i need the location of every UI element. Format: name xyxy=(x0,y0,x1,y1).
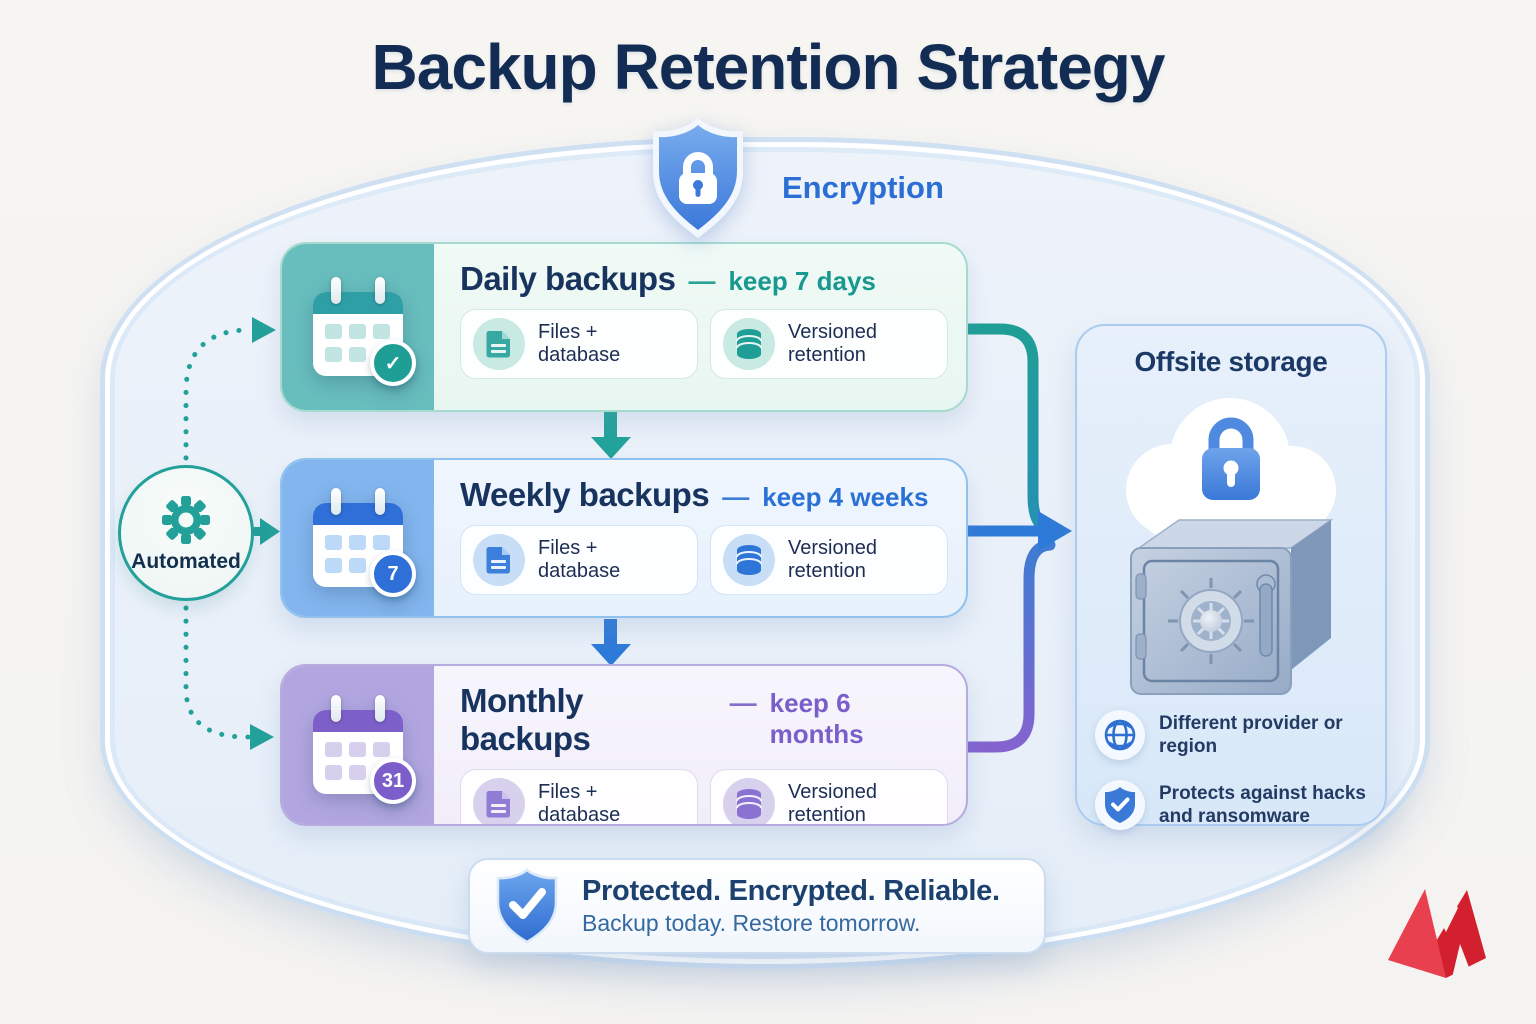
card-monthly-backups: 31 Monthly backups — keep 6 months Files… xyxy=(280,664,968,826)
down-arrow-weekly-to-monthly xyxy=(591,619,631,666)
feature-label: Files + database xyxy=(538,537,621,582)
page-title: Backup Retention Strategy xyxy=(371,31,1166,103)
file-icon xyxy=(473,318,525,370)
feature-label: Versioned retention xyxy=(788,781,877,826)
card-title: Weekly backups xyxy=(460,476,710,513)
feature-versioned-retention: Versioned retention xyxy=(710,525,948,595)
feature-label: Files + database xyxy=(538,781,621,826)
number-badge: 7 xyxy=(370,551,416,597)
database-icon xyxy=(723,318,775,370)
safe-icon xyxy=(1130,519,1334,695)
automated-node: Automated xyxy=(118,465,254,601)
offsite-bullet-provider: Different provider or region xyxy=(1095,710,1367,760)
cloud-lock-icon xyxy=(1126,398,1336,538)
file-icon xyxy=(473,534,525,586)
encryption-label: Encryption xyxy=(782,170,944,205)
brand-logo-m xyxy=(1388,889,1486,978)
dash-separator: — xyxy=(722,482,750,512)
automated-label: Automated xyxy=(131,549,241,573)
feature-label: Versioned retention xyxy=(788,321,877,366)
feature-versioned-retention: Versioned retention xyxy=(710,769,948,826)
banner-title: Protected. Encrypted. Reliable. xyxy=(582,875,1000,907)
shield-check-icon xyxy=(1095,780,1145,830)
offsite-bullet-label: Different provider or region xyxy=(1159,712,1343,757)
offsite-arrowhead xyxy=(1038,511,1072,551)
offsite-illustration xyxy=(1101,378,1361,708)
feature-files-database: Files + database xyxy=(460,525,698,595)
database-icon xyxy=(723,534,775,586)
feature-files-database: Files + database xyxy=(460,309,698,379)
feature-label: Versioned retention xyxy=(788,537,877,582)
feature-files-database: Files + database xyxy=(460,769,698,826)
card-title: Monthly backups xyxy=(460,682,591,757)
shield-check-icon xyxy=(496,868,558,944)
globe-icon xyxy=(1095,710,1145,760)
card-weekly-backups: 7 Weekly backups — keep 4 weeks Files + … xyxy=(280,458,968,618)
gear-icon xyxy=(162,495,210,544)
shield-lock-icon xyxy=(653,118,743,238)
card-daily-backups: ✓ Daily backups — keep 7 days Files + da… xyxy=(280,242,968,412)
dash-separator: — xyxy=(688,266,716,296)
retention-label: keep 7 days xyxy=(728,266,876,296)
feature-versioned-retention: Versioned retention xyxy=(710,309,948,379)
file-icon xyxy=(473,778,525,824)
connector-monthly-to-offsite xyxy=(962,539,1056,753)
calendar-31-icon: 31 xyxy=(282,666,434,824)
card-title: Daily backups xyxy=(460,260,676,297)
offsite-title: Offsite storage xyxy=(1134,346,1328,377)
down-arrow-daily-to-weekly xyxy=(591,412,631,459)
number-badge: 31 xyxy=(370,758,416,804)
connector-daily-to-offsite xyxy=(962,323,1058,535)
calendar-check-icon: ✓ xyxy=(282,244,434,410)
automation-arrowheads xyxy=(250,317,280,750)
retention-label: keep 4 weeks xyxy=(762,482,929,512)
feature-label: Files + database xyxy=(538,321,621,366)
dotted-automation-paths xyxy=(183,327,253,740)
offsite-bullet-protection: Protects against hacks and ransomware xyxy=(1095,780,1367,830)
check-badge: ✓ xyxy=(370,340,416,386)
offsite-bullet-label: Protects against hacks and ransomware xyxy=(1159,782,1366,827)
calendar-7-icon: 7 xyxy=(282,460,434,616)
database-icon xyxy=(723,778,775,824)
retention-label: keep 6 months xyxy=(769,688,864,749)
tagline-banner: Protected. Encrypted. Reliable. Backup t… xyxy=(468,858,1046,954)
banner-subtitle: Backup today. Restore tomorrow. xyxy=(582,910,921,936)
dash-separator: — xyxy=(729,688,757,718)
offsite-storage-panel: Offsite storage xyxy=(1075,324,1387,830)
